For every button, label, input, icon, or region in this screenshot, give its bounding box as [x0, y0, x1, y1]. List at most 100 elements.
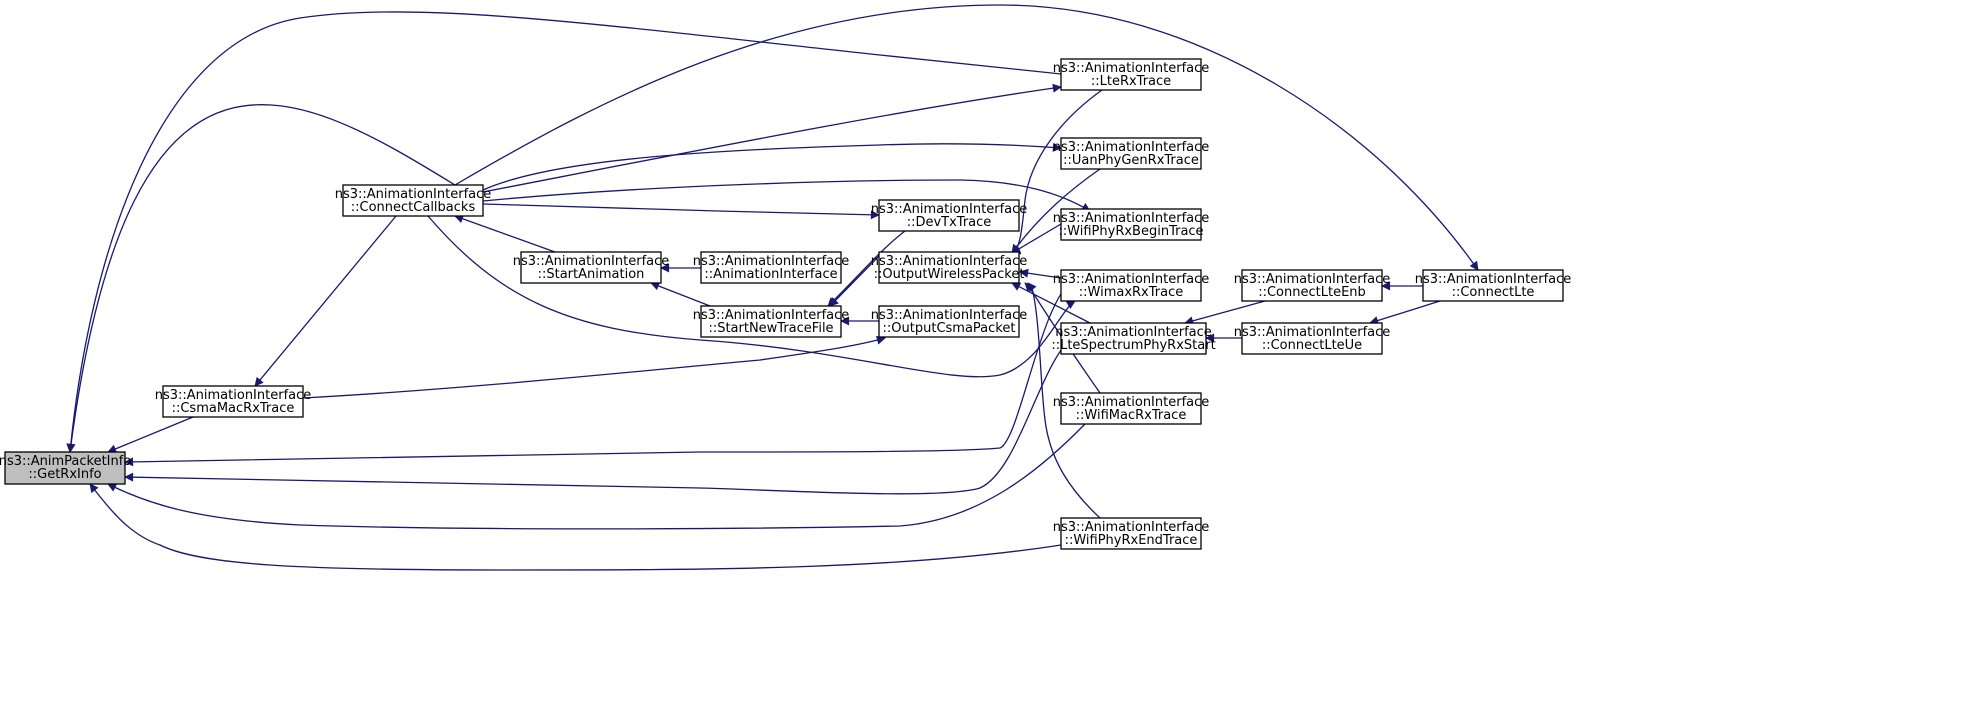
node-box — [700, 305, 842, 338]
node-connectcallbacks[interactable]: ns3::AnimationInterface::ConnectCallback… — [335, 184, 492, 217]
node-class-label: ns3::AnimationInterface — [1415, 272, 1572, 287]
edge-connectlteenb-to-ltespectrumphyrxstart — [1184, 300, 1266, 326]
edge-arrow — [124, 334, 1076, 495]
node-method-label: ::WifiPhyRxEndTrace — [1065, 533, 1198, 548]
edge-arrow — [1011, 168, 1101, 254]
node-box — [1060, 322, 1207, 355]
node-box — [1060, 269, 1202, 302]
edge-connectcallbacks-to-getrxinfo — [66, 104, 456, 453]
node-startnewtracefile[interactable]: ns3::AnimationInterface::StartNewTraceFi… — [693, 305, 850, 338]
node-connectlteue[interactable]: ns3::AnimationInterface::ConnectLteUe — [1234, 322, 1391, 355]
node-method-label: ::OutputCsmaPacket — [883, 321, 1016, 336]
node-box — [342, 184, 484, 217]
node-box — [162, 385, 304, 418]
edge-arrow — [302, 335, 886, 399]
edge-arrow — [66, 104, 456, 453]
node-wifimacrxtrace[interactable]: ns3::AnimationInterface::WifiMacRxTrace — [1053, 392, 1210, 425]
node-box — [4, 451, 126, 485]
node-devtxtrace[interactable]: ns3::AnimationInterface::DevTxTrace — [871, 199, 1028, 232]
node-connectlteenb[interactable]: ns3::AnimationInterface::ConnectLteEnb — [1234, 269, 1391, 302]
node-class-label: ns3::AnimationInterface — [693, 254, 850, 269]
edge-connectcallbacks-to-uanphygenrxtrace — [482, 142, 1062, 191]
node-wimaxrxtrace[interactable]: ns3::AnimationInterface::WimaxRxTrace — [1053, 269, 1210, 302]
node-method-label: ::UanPhyGenRxTrace — [1063, 153, 1199, 168]
edge-connectlte-to-connectlteue — [1369, 300, 1441, 325]
edge-arrow — [1184, 300, 1266, 326]
node-class-label: ns3::AnimationInterface — [1053, 140, 1210, 155]
edge-arrow — [454, 214, 556, 253]
edge-arrow — [427, 215, 1076, 378]
node-method-label: ::OutputWirelessPacket — [874, 267, 1025, 282]
node-class-label: ns3::AnimPacketInfo — [0, 454, 131, 469]
node-class-label: ns3::AnimationInterface — [1053, 395, 1210, 410]
edge-arrow — [829, 255, 880, 307]
node-method-label: ::WifiPhyRxBeginTrace — [1058, 224, 1203, 239]
node-animationinterface[interactable]: ns3::AnimationInterface::AnimationInterf… — [693, 251, 850, 284]
node-box — [878, 305, 1020, 338]
node-class-label: ns3::AnimationInterface — [1053, 272, 1210, 287]
node-box — [878, 251, 1020, 284]
node-class-label: ns3::AnimationInterface — [871, 202, 1028, 217]
node-uanphygenrxtrace[interactable]: ns3::AnimationInterface::UanPhyGenRxTrac… — [1053, 137, 1210, 170]
node-method-label: ::LteRxTrace — [1091, 74, 1171, 89]
node-box — [520, 251, 662, 284]
edge-csmamacrxtrace-to-getrxinfo — [107, 416, 194, 454]
node-ltespectrumphyrxstart[interactable]: ns3::AnimationInterface::LteSpectrumPhyR… — [1051, 322, 1216, 355]
node-class-label: ns3::AnimationInterface — [1053, 211, 1210, 226]
edge-csmamacrxtrace-to-outputcsmapacket — [302, 335, 886, 399]
node-outputwirelesspacket[interactable]: ns3::AnimationInterface::OutputWirelessP… — [871, 251, 1028, 284]
node-class-label: ns3::AnimationInterface — [1053, 61, 1210, 76]
node-box — [1241, 322, 1383, 355]
edge-wifiphyrxbegintrace-to-outputwirelesspacket — [1011, 223, 1062, 254]
node-getrxinfo[interactable]: ns3::AnimPacketInfo::GetRxInfo — [0, 451, 131, 485]
edge-lterxtrace-to-getrxinfo — [66, 11, 1062, 453]
edge-connectcallbacks-to-csmamacrxtrace — [254, 215, 397, 387]
node-method-label: ::WifiMacRxTrace — [1076, 408, 1187, 423]
node-class-label: ns3::AnimationInterface — [1055, 325, 1212, 340]
node-startanimation[interactable]: ns3::AnimationInterface::StartAnimation — [513, 251, 670, 284]
nodes-layer: ns3::AnimPacketInfo::GetRxInfons3::Anima… — [0, 58, 1572, 550]
node-lterxtrace[interactable]: ns3::AnimationInterface::LteRxTrace — [1053, 58, 1210, 91]
edge-outputwirelesspacket-to-startnewtracefile — [829, 255, 880, 307]
edge-arrow — [66, 11, 1062, 453]
node-box — [1060, 137, 1202, 170]
edge-connectcallbacks-to-wimaxrxtrace — [427, 215, 1076, 378]
edge-connectcallbacks-to-connectlte — [454, 4, 1479, 271]
node-wifiphyrxendtrace[interactable]: ns3::AnimationInterface::WifiPhyRxEndTra… — [1053, 517, 1210, 550]
node-class-label: ns3::AnimationInterface — [155, 388, 312, 403]
edge-arrow — [1019, 268, 1062, 279]
edge-connectcallbacks-to-wifiphyrxbegintrace — [482, 179, 1091, 212]
node-box — [700, 251, 842, 284]
edge-arrow — [254, 215, 397, 387]
edge-arrow — [650, 281, 711, 307]
edge-uanphygenrxtrace-to-outputwirelesspacket — [1011, 168, 1101, 254]
node-method-label: ::WimaxRxTrace — [1079, 285, 1183, 300]
node-outputcsmapacket[interactable]: ns3::AnimationInterface::OutputCsmaPacke… — [871, 305, 1028, 338]
edge-arrow — [482, 83, 1062, 193]
edge-connectcallbacks-to-devtxtrace — [482, 203, 880, 220]
edge-arrow — [482, 203, 880, 220]
node-box — [1060, 392, 1202, 425]
node-connectlte[interactable]: ns3::AnimationInterface::ConnectLte — [1415, 269, 1572, 302]
node-class-label: ns3::AnimationInterface — [335, 187, 492, 202]
node-class-label: ns3::AnimationInterface — [1234, 325, 1391, 340]
edge-arrow — [1027, 282, 1101, 519]
node-wifiphyrxbegintrace[interactable]: ns3::AnimationInterface::WifiPhyRxBeginT… — [1053, 208, 1210, 241]
edge-arrow — [1369, 300, 1441, 325]
node-method-label: ::StartNewTraceFile — [708, 321, 833, 336]
edge-arrow — [1011, 223, 1062, 254]
node-csmamacrxtrace[interactable]: ns3::AnimationInterface::CsmaMacRxTrace — [155, 385, 312, 418]
node-method-label: ::ConnectLteUe — [1262, 338, 1362, 353]
edge-wimaxrxtrace-to-getrxinfo — [124, 277, 1076, 467]
edge-arrow — [482, 142, 1062, 191]
node-class-label: ns3::AnimationInterface — [1053, 520, 1210, 535]
node-box — [1241, 269, 1383, 302]
edge-lterxtrace-to-outputwirelesspacket — [1011, 89, 1103, 255]
node-class-label: ns3::AnimationInterface — [693, 308, 850, 323]
edge-wimaxrxtrace-to-outputwirelesspacket — [1019, 268, 1062, 279]
edge-arrow — [89, 483, 1062, 571]
node-method-label: ::ConnectCallbacks — [351, 200, 476, 215]
node-method-label: ::CsmaMacRxTrace — [172, 401, 295, 416]
node-box — [1060, 58, 1202, 91]
node-method-label: ::ConnectLte — [1452, 285, 1535, 300]
